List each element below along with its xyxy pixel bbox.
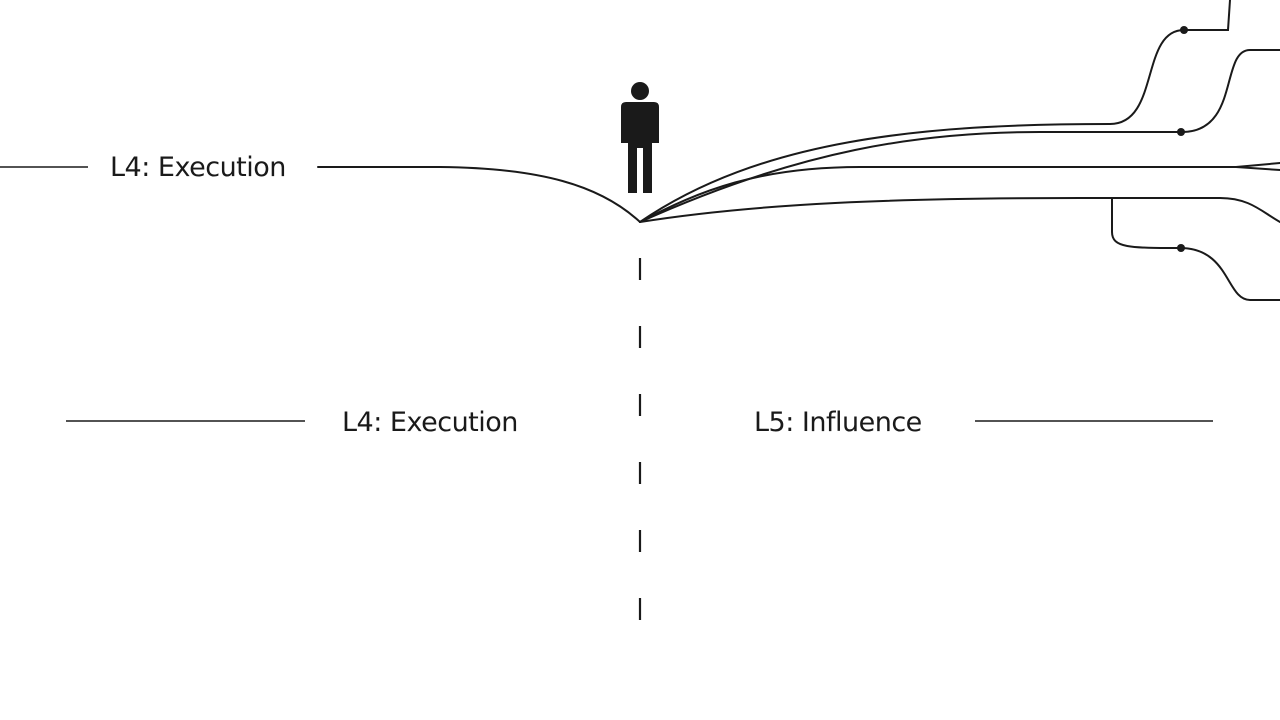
branch-bottom (1111, 197, 1280, 301)
branch-middle-tip (1235, 166, 1280, 171)
branch-middle (639, 162, 1280, 223)
person-icon (621, 82, 659, 193)
execution-curve (317, 166, 641, 223)
top-left-label: L4: Execution (110, 152, 286, 183)
branch-node-upper (1177, 128, 1185, 136)
influence-branches (639, 0, 1280, 301)
branch-node-top (1180, 26, 1188, 34)
branch-lower (639, 197, 1280, 223)
branch-node-bottom (1177, 244, 1185, 252)
left-section-label: L4: Execution (342, 407, 518, 438)
branch-upper (639, 49, 1280, 223)
branch-top (639, 0, 1231, 223)
right-section-label: L5: Influence (754, 407, 922, 438)
